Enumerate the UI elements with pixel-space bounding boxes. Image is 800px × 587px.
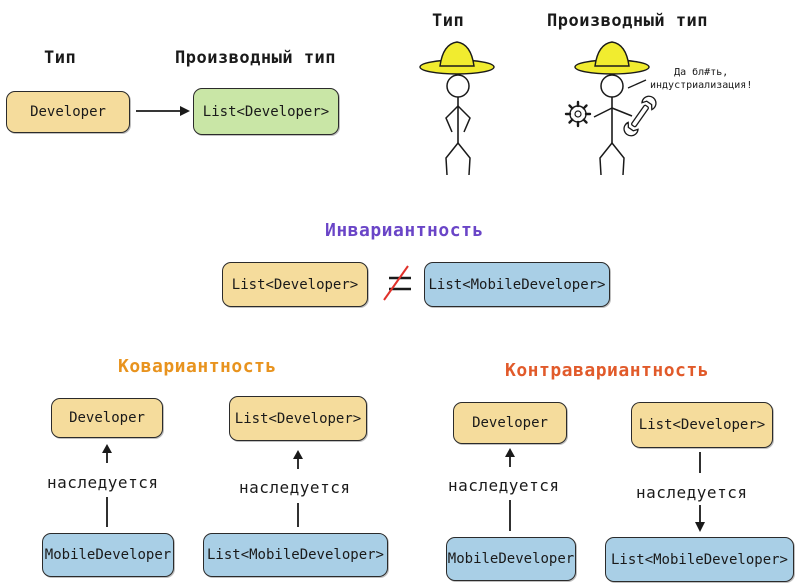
contra-list-developer-box: List<Developer> [631,402,773,448]
speech-line-2: индустриализация! [650,80,753,91]
covariance-title: Ковариантность [118,356,277,377]
cov-inherits-left: наследуется [47,473,159,492]
invariance-left-box: List<Developer> [222,262,368,307]
developer-box: Developer [6,91,130,133]
contra-developer-box: Developer [453,402,567,444]
cov-list-developer-label: List<Developer> [234,410,362,427]
contra-list-mobile-developer-box: List<MobileDeveloper> [605,537,794,582]
speech-bubble-text: Да бл#ть, индустриализация! [650,66,752,92]
stickman-derived-label: Производный тип [547,11,709,31]
cov-inherits-right: наследуется [239,478,351,497]
derived-type-label: Производный тип [175,48,337,68]
contra-list-mobile-developer-label: List<MobileDeveloper> [610,551,788,568]
speech-line-1: Да бл#ть, [674,67,729,78]
cov-developer-box: Developer [51,398,163,438]
contra-mobile-developer-box: MobileDeveloper [446,537,576,581]
cov-developer-label: Developer [69,410,145,426]
invariance-right-label: List<MobileDeveloper> [428,276,606,293]
cov-list-developer-box: List<Developer> [229,396,367,441]
contra-list-developer-label: List<Developer> [638,417,766,433]
invariance-left-label: List<Developer> [231,276,359,293]
type-label: Тип [44,48,77,68]
cov-mobile-developer-box: MobileDeveloper [42,533,174,577]
cov-mobile-developer-label: MobileDeveloper [44,547,172,563]
invariance-right-box: List<MobileDeveloper> [424,262,610,307]
invariance-title: Инвариантность [325,220,484,241]
cov-list-mobile-developer-label: List<MobileDeveloper> [206,547,384,563]
list-developer-box: List<Developer> [193,88,339,135]
contra-developer-label: Developer [472,415,548,431]
contra-mobile-developer-label: MobileDeveloper [447,551,575,567]
stickman-type-label: Тип [432,11,465,31]
contra-inherits-left: наследуется [448,476,560,495]
cov-list-mobile-developer-box: List<MobileDeveloper> [203,533,388,577]
developer-box-label: Developer [30,104,106,120]
list-developer-box-label: List<Developer> [202,103,330,120]
contravariance-title: Контравариантность [505,360,710,381]
contra-inherits-right: наследуется [636,483,748,502]
